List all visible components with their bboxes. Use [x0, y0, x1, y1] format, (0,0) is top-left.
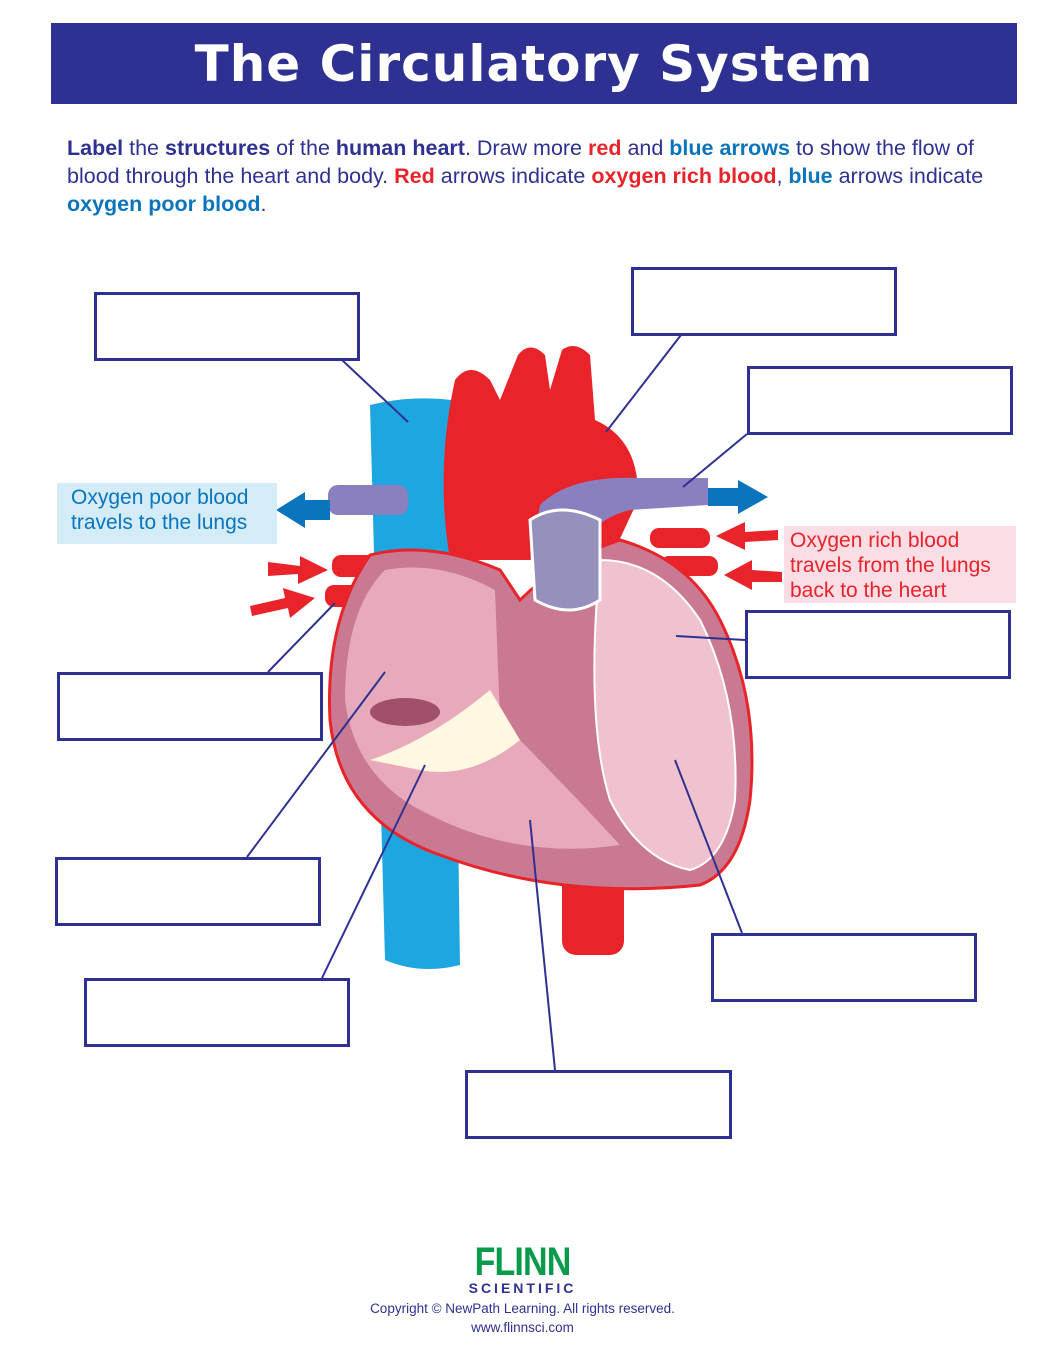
instr-text: of the: [270, 136, 336, 160]
leader-line: [675, 635, 746, 641]
instr-text: structures: [165, 136, 271, 160]
instr-text: . Draw more: [464, 136, 588, 160]
tricuspid-valve: [370, 690, 520, 772]
instr-text: .: [260, 192, 267, 216]
pulmonary-artery-left: [328, 485, 408, 515]
label-box[interactable]: [465, 1070, 732, 1139]
instr-text: and: [621, 136, 670, 160]
flinn-logo: FLINN: [474, 1240, 572, 1284]
leader-line: [682, 433, 748, 488]
leader-line: [321, 764, 426, 979]
instr-text: blue arrows: [669, 136, 790, 160]
callout-text: Oxygen poor blood: [71, 486, 249, 509]
instr-text: Label: [67, 136, 124, 160]
label-box[interactable]: [55, 857, 321, 926]
coronary-sinus: [370, 698, 440, 726]
instr-text: arrows indicate: [832, 164, 984, 188]
oxygen-rich-callout: Oxygen rich blood travels from the lungs…: [784, 526, 1016, 603]
leader-line: [267, 602, 336, 673]
leader-line: [529, 819, 556, 1071]
callout-text: Oxygen rich blood: [790, 529, 960, 552]
label-box[interactable]: [747, 366, 1013, 435]
instr-text: blue: [788, 164, 833, 188]
label-box[interactable]: [94, 292, 360, 361]
pulmonary-vein: [650, 528, 710, 548]
leader-line: [605, 334, 682, 433]
copyright: Copyright © NewPath Learning. All rights…: [370, 1301, 675, 1316]
label-box[interactable]: [745, 610, 1011, 679]
instr-text: oxygen poor blood: [67, 192, 261, 216]
blue-arrow-left: [276, 492, 330, 528]
instr-text: human heart: [335, 136, 465, 160]
red-arrow: [250, 522, 782, 618]
leader-line: [341, 359, 409, 423]
leader-line: [674, 759, 743, 934]
callout-text: travels to the lungs: [71, 511, 248, 534]
page-title: The Circulatory System: [194, 34, 874, 93]
instr-text: the: [123, 136, 165, 160]
leader-line: [246, 671, 386, 858]
instr-text: oxygen rich blood: [591, 164, 777, 188]
label-box[interactable]: [57, 672, 323, 741]
callout-text: travels from the lungs: [790, 554, 991, 577]
callout-text: back to the heart: [790, 579, 947, 602]
instr-text: red: [588, 136, 622, 160]
website: www.flinnsci.com: [471, 1320, 574, 1335]
instructions: Label the structures of the human heart.…: [67, 134, 997, 218]
instr-text: to show the flow of blood through the he…: [67, 136, 975, 188]
label-box[interactable]: [631, 267, 897, 336]
instr-text: ,: [776, 164, 789, 188]
aortic-valve: [528, 508, 602, 612]
label-box[interactable]: [84, 978, 350, 1047]
oxygen-poor-callout: Oxygen poor blood travels to the lungs: [57, 483, 277, 544]
flinn-logo-sub: SCIENTIFIC: [468, 1280, 577, 1296]
instr-text: Red: [394, 164, 435, 188]
title-banner: The Circulatory System: [51, 23, 1017, 104]
blue-arrow-right: [708, 480, 768, 514]
instr-text: arrows indicate: [434, 164, 592, 188]
label-box[interactable]: [711, 933, 977, 1002]
